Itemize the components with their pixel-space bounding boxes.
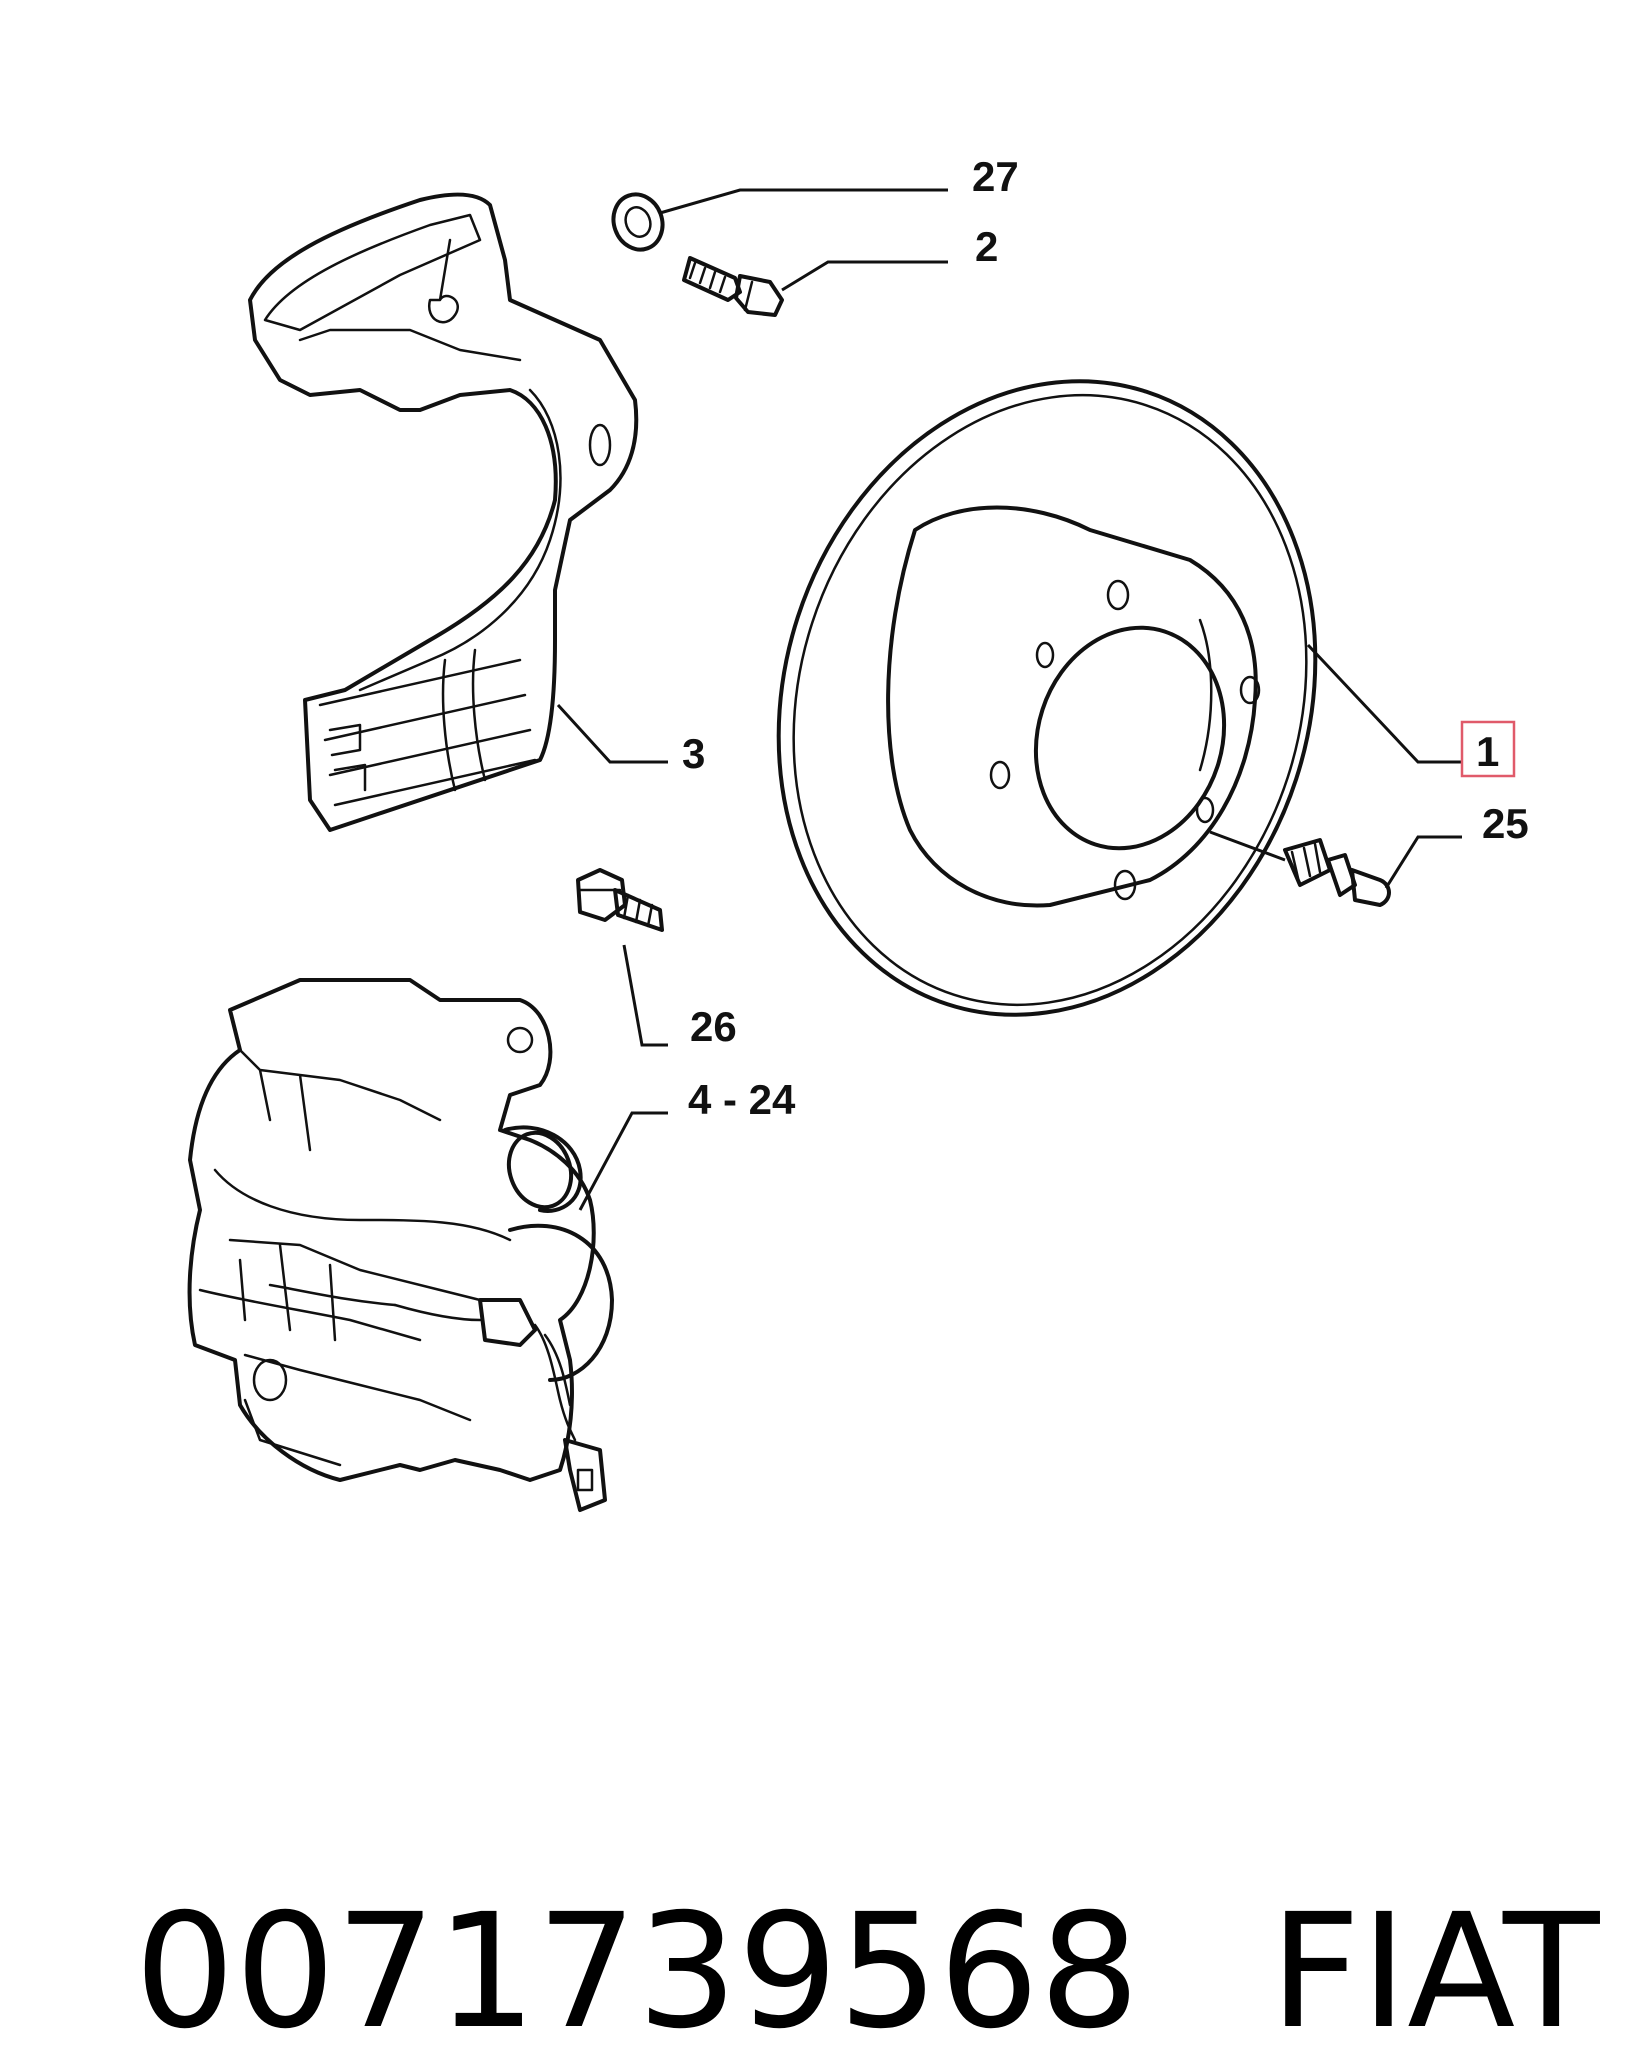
bolt-part-2	[682, 256, 784, 317]
washer-part-27	[611, 192, 665, 252]
leader-lines	[556, 188, 1462, 1211]
callout-2: 2	[975, 223, 998, 270]
callout-4-24: 4 - 24	[688, 1076, 796, 1123]
brake-disc-part-1	[776, 379, 1318, 1017]
footer-caption: 0071739568 FIAT	[34, 1735, 1600, 2064]
wear-sensor-cable	[268, 1283, 607, 1512]
brake-assembly-diagram: 27 2 3 1 25 26 4 - 24	[187, 153, 1529, 1512]
bolt-part-26	[576, 868, 664, 932]
callout-27: 27	[972, 153, 1019, 200]
callout-1-highlight-box	[1460, 720, 1516, 778]
disc-bolt-holes	[989, 579, 1261, 901]
part-number: 0071739568	[134, 1880, 1140, 2064]
backing-plate-part-3	[248, 192, 639, 832]
callout-3: 3	[682, 730, 705, 777]
callout-26: 26	[690, 1003, 737, 1050]
brand-name: FIAT	[1269, 1880, 1600, 2064]
brake-caliper-part-4-24	[187, 978, 614, 1512]
stud-part-25	[1283, 838, 1391, 907]
callout-25: 25	[1482, 800, 1529, 847]
callout-labels: 27 2 3 1 25 26 4 - 24	[682, 153, 1529, 1123]
callout-1: 1	[1476, 728, 1499, 775]
